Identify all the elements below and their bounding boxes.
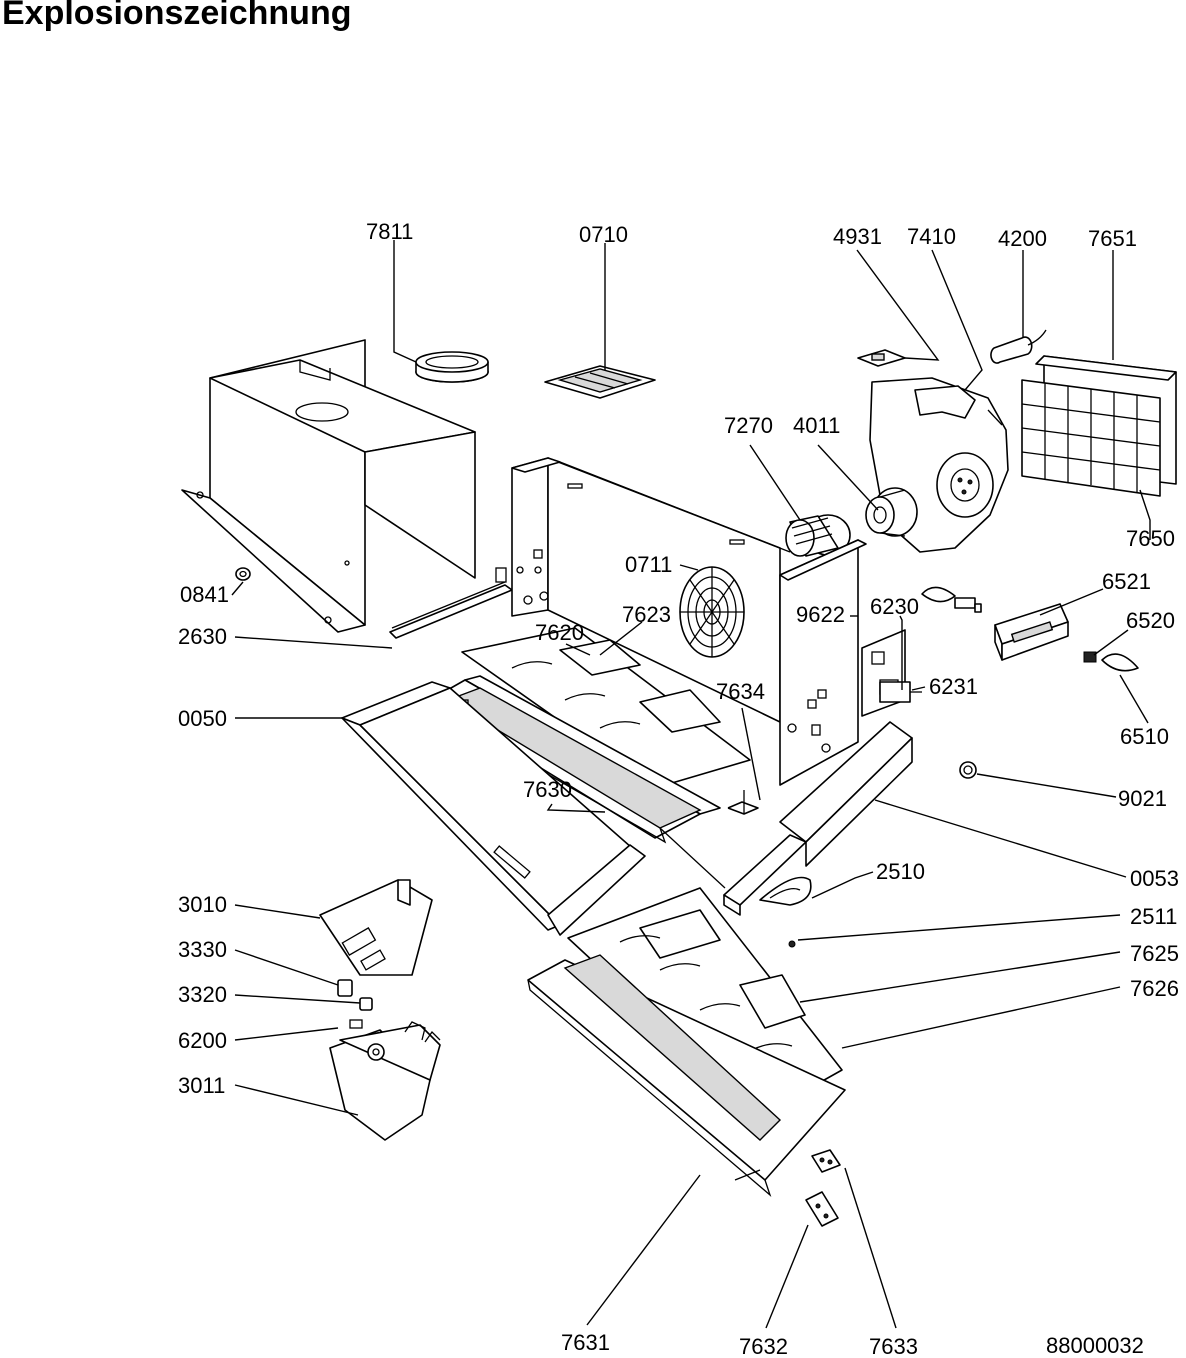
part-4931-plate [857,349,906,367]
label-3010: 3010 [178,892,227,917]
label-7651: 7651 [1088,226,1137,251]
label-9021: 9021 [1118,786,1167,811]
part-0050-slide-tray [341,681,646,936]
label-0711: 0711 [625,552,672,577]
label-6200: 6200 [178,1028,227,1053]
label-6521: 6521 [1102,569,1151,594]
label-7631: 7631 [561,1330,610,1355]
leader-lines [231,240,1151,1329]
part-9021-knob [959,761,977,779]
part-6231-switch [879,681,922,703]
part-0710-flap [544,365,656,399]
label-7626: 7626 [1130,976,1179,1001]
label-7632: 7632 [739,1334,788,1358]
page-title: Explosionszeichnung [2,0,352,32]
part-3010-control-panel [319,879,433,976]
label-0710: 0710 [579,222,628,247]
part-7630-perforated-frame [429,675,721,844]
part-6521-lamp-holder [994,603,1069,661]
part-0053-slide-tray [659,721,913,916]
label-4931: 4931 [833,224,882,249]
label-6520: 6520 [1126,608,1175,633]
label-7634: 7634 [716,679,765,704]
part-2630-rail [389,581,513,639]
label-6510: 6510 [1120,724,1169,749]
part-3320-knob [359,997,373,1011]
part-bulb-right [1083,651,1139,672]
part-2510-rail [759,876,812,906]
part-7633-clip [811,1149,841,1173]
label-2630: 2630 [178,624,227,649]
part-hood-housing [181,339,476,633]
part-7634-clip [727,790,759,815]
part-bulb-left [921,586,982,613]
part-7650-grease-filter [1021,379,1161,497]
part-3330-knob [337,979,353,997]
label-9622: 9622 [796,602,845,627]
part-4200-capacitor [990,329,1047,364]
label-6231: 6231 [929,674,978,699]
part-labels: 7811 0710 4931 7410 4200 7651 7270 4011 … [178,219,1179,1358]
part-6230-switch-bracket [861,629,906,717]
label-7811: 7811 [366,219,413,244]
part-7270-fan-wheel [785,514,851,557]
part-7631-lower-frame [527,954,846,1198]
drawing-number: 88000032 [1046,1333,1144,1358]
label-7625: 7625 [1130,941,1179,966]
label-0053: 0053 [1130,866,1179,891]
part-0711-fan-guard [679,566,745,658]
label-2510: 2510 [876,859,925,884]
label-0841: 0841 [180,582,229,607]
part-7811-collar [415,351,489,383]
label-3330: 3330 [178,937,227,962]
part-7632-clip [805,1191,839,1227]
label-7623: 7623 [622,602,671,627]
label-3320: 3320 [178,982,227,1007]
label-7630: 7630 [523,777,572,802]
label-7650: 7650 [1126,526,1175,551]
label-7633: 7633 [869,1334,918,1358]
part-side-panel [779,539,867,786]
part-2511-screw [788,940,796,948]
part-0841-grommet [235,567,251,581]
label-7410: 7410 [907,224,956,249]
part-3011-switch-box [329,1019,441,1141]
label-4200: 4200 [998,226,1047,251]
label-7270: 7270 [724,413,773,438]
label-7620: 7620 [535,620,584,645]
label-0050: 0050 [178,706,227,731]
part-frame-panel [495,457,791,723]
part-4011-motor [865,487,918,537]
label-2511: 2511 [1130,904,1177,929]
label-6230: 6230 [870,594,919,619]
label-3011: 3011 [178,1073,225,1098]
label-4011: 4011 [793,413,840,438]
